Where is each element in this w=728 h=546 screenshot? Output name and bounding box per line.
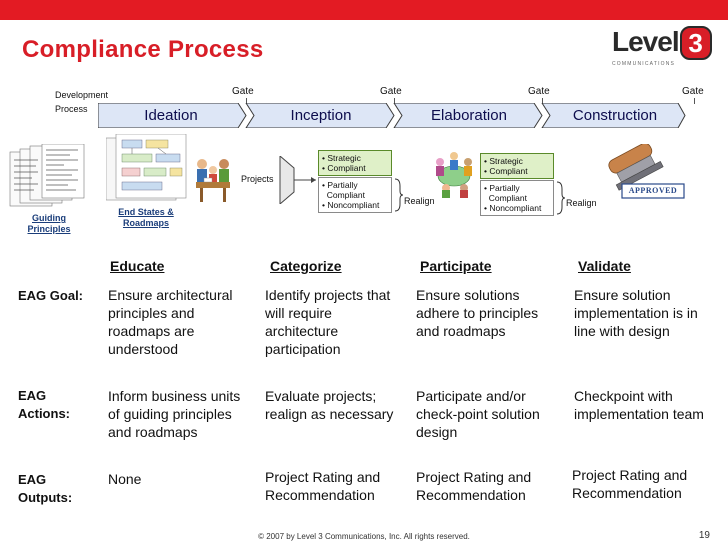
end-states-caption: End States & Roadmaps xyxy=(108,207,184,229)
dev-process-line1: Development xyxy=(55,90,109,100)
outputs-validate: Project Rating and Recommendation xyxy=(572,467,688,501)
col-header-categorize: Categorize xyxy=(270,258,342,274)
gate-tick-1 xyxy=(246,98,247,104)
phase-construction: Construction xyxy=(572,107,658,124)
col-header-educate: Educate xyxy=(110,258,165,274)
dev-process-line2: Process xyxy=(55,104,88,114)
col-header-validate: Validate xyxy=(578,258,631,274)
row-label-outputs: EAG Outputs: xyxy=(18,472,73,505)
goal-participate: Ensure solutions adhere to principles an… xyxy=(416,287,539,339)
goal-validate: Ensure solution implementation is in lin… xyxy=(574,287,698,339)
actions-categorize: Evaluate projects; realign as necessary xyxy=(265,388,394,422)
end-states-line2: Roadmaps xyxy=(122,218,169,228)
meeting-people-icon xyxy=(190,154,236,204)
logo-word: Level xyxy=(612,26,680,57)
guiding-principles-caption: Guiding Principles xyxy=(14,213,84,235)
development-process-label: Development Process xyxy=(55,88,108,116)
phase-elaboration: Elaboration xyxy=(431,107,507,124)
realign-label-2: Realign xyxy=(566,198,597,208)
row-label-actions: EAG Actions: xyxy=(18,388,70,421)
approved-stamp-icon: APPROVED xyxy=(600,142,688,206)
gate-label-2: Gate xyxy=(380,86,402,97)
guiding-principles-docs-image xyxy=(8,143,96,210)
goal-categorize: Identify projects that will require arch… xyxy=(265,287,391,357)
gate-label-1: Gate xyxy=(232,86,254,97)
projects-label: Projects xyxy=(241,174,274,184)
partially-text-2: Partially xyxy=(489,183,520,193)
guiding-principles-line1: Guiding xyxy=(32,213,66,223)
end-states-line1: End States & xyxy=(118,207,174,217)
compliance-box-partial-2: • Partially Compliant • Noncompliant xyxy=(480,180,554,216)
gate-tick-3 xyxy=(542,98,543,104)
brace-1 xyxy=(394,178,404,212)
actions-validate: Checkpoint with implementation team xyxy=(574,388,704,422)
col-header-participate: Participate xyxy=(420,258,492,274)
strategic-text-1: Strategic xyxy=(327,153,361,163)
guiding-principles-line2: Principles xyxy=(27,224,71,234)
gate-tick-4 xyxy=(694,98,695,104)
end-states-roadmaps-image xyxy=(105,133,190,206)
approved-stamp-text: APPROVED xyxy=(628,186,678,195)
gate-tick-2 xyxy=(394,98,395,104)
actions-educate: Inform business units of guiding princip… xyxy=(108,388,241,440)
compliance-box-strategic-1: • Strategic • Compliant xyxy=(318,150,392,176)
noncompliant-text-2: Noncompliant xyxy=(489,203,542,213)
page-number: 19 xyxy=(698,530,710,541)
outputs-categorize: Project Rating and Recommendation xyxy=(265,469,381,503)
strategic-text-2: Strategic xyxy=(489,156,523,166)
actions-participate: Participate and/or check-point solution … xyxy=(416,388,540,440)
compliant-text-1: Compliant xyxy=(327,163,366,173)
realign-label-1: Realign xyxy=(404,196,435,206)
page-title: Compliance Process xyxy=(22,36,264,63)
outputs-educate: None xyxy=(108,471,142,487)
logo-number: 3 xyxy=(679,26,712,60)
gate-label-3: Gate xyxy=(528,86,550,97)
noncompliant-text-1: Noncompliant xyxy=(327,200,380,210)
logo-subtitle: COMMUNICATIONS xyxy=(612,61,676,67)
phase-inception: Inception xyxy=(290,107,352,124)
gate-label-4: Gate xyxy=(682,86,704,97)
partially-text-1: Partially xyxy=(327,180,358,190)
phase-ideation: Ideation xyxy=(144,107,198,124)
top-accent-bar xyxy=(0,0,728,20)
phase-bar: Ideation Inception Elaboration Construct… xyxy=(98,103,686,128)
compliant-text-2: Compliant xyxy=(489,166,528,176)
goal-educate: Ensure architectural principles and road… xyxy=(108,287,233,357)
compliance-box-partial-1: • Partially Compliant • Noncompliant xyxy=(318,177,392,213)
collaboration-icon xyxy=(430,148,478,198)
outputs-participate: Project Rating and Recommendation xyxy=(416,469,532,503)
row-label-goal: EAG Goal: xyxy=(18,288,84,303)
copyright-footer: © 2007 by Level 3 Communications, Inc. A… xyxy=(258,532,470,541)
funnel-icon xyxy=(278,154,318,206)
compliance-box-strategic-2: • Strategic • Compliant xyxy=(480,153,554,179)
partially-compliant-text-2: Compliant xyxy=(488,193,528,203)
brace-2 xyxy=(556,181,566,215)
partially-compliant-text-1: Compliant xyxy=(326,190,366,200)
